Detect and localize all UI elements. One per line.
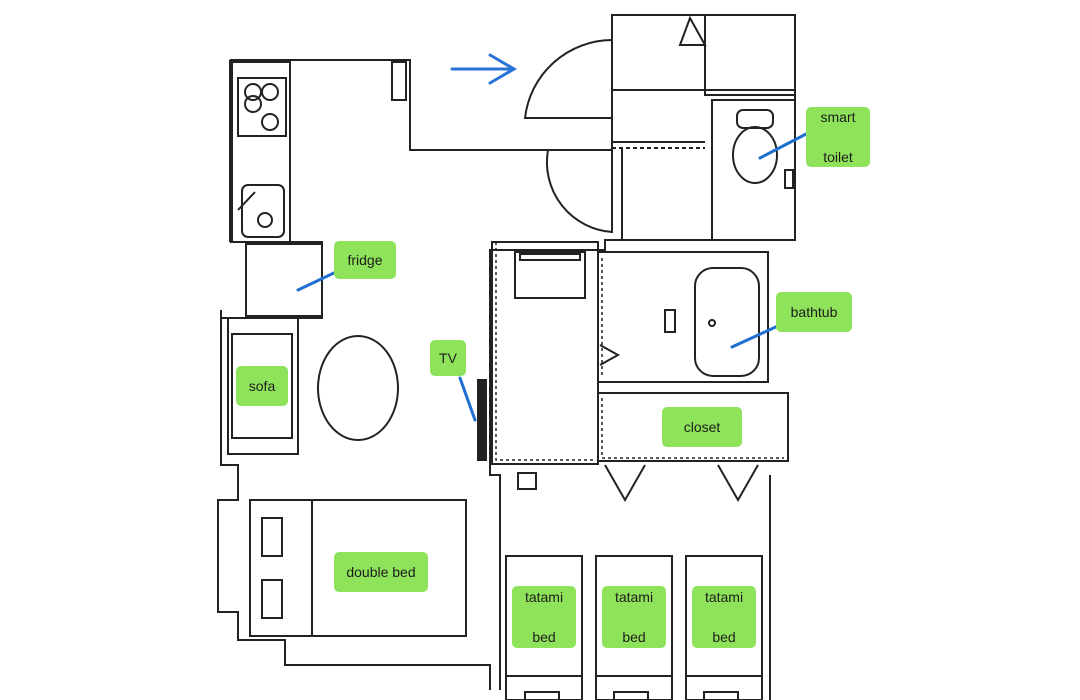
leader-line xyxy=(730,323,782,349)
leader-line xyxy=(458,376,477,422)
label-tatami-bed-2-line1: tatami xyxy=(614,589,654,605)
kitchen-counter xyxy=(231,61,291,243)
pillow xyxy=(261,579,283,619)
label-tatami-bed-1-line2: bed xyxy=(532,629,556,645)
closet-box xyxy=(597,392,789,462)
label-closet-text: closet xyxy=(683,419,721,435)
bath-door xyxy=(599,344,621,366)
label-tatami-bed-3-line2: bed xyxy=(712,629,736,645)
label-tatami-bed-1: tatami bed xyxy=(512,586,576,648)
label-sofa-text: sofa xyxy=(248,378,276,394)
round-table xyxy=(317,335,399,441)
tv-stand xyxy=(477,379,487,461)
tatami-bed-shape xyxy=(505,555,583,700)
inner-door xyxy=(545,149,613,234)
label-tatami-bed-3: tatami bed xyxy=(692,586,756,648)
fridge-box xyxy=(245,243,323,317)
toilet-tank xyxy=(736,109,774,129)
leader-line xyxy=(296,270,338,292)
double-bed-shape xyxy=(249,499,467,637)
label-tv-text: TV xyxy=(439,350,457,366)
burner xyxy=(261,83,279,101)
bathtub-shape xyxy=(694,267,760,377)
toilet-room xyxy=(711,99,796,241)
label-bathtub: bathtub xyxy=(776,292,852,332)
label-fridge: fridge xyxy=(334,241,396,279)
small-door xyxy=(678,15,707,46)
label-tv: TV xyxy=(430,340,466,376)
bathroom xyxy=(597,251,769,383)
washroom xyxy=(491,241,599,465)
label-tatami-bed-3-line1: tatami xyxy=(704,589,744,605)
sink-drain xyxy=(257,212,273,228)
label-closet: closet xyxy=(662,407,742,447)
label-double-bed: double bed xyxy=(334,552,428,592)
burner xyxy=(261,113,279,131)
label-bathtub-text: bathtub xyxy=(790,304,838,320)
toilet-bowl xyxy=(732,126,778,184)
label-smart-toilet-line2: toilet xyxy=(823,149,853,165)
wash-basin xyxy=(514,251,586,299)
label-fridge-text: fridge xyxy=(347,252,383,268)
label-smart-toilet: smart toilet xyxy=(806,107,870,167)
window xyxy=(391,61,407,101)
outer-wall xyxy=(217,14,796,700)
label-tatami-bed-2-line2: bed xyxy=(622,629,646,645)
label-tatami-bed-2: tatami bed xyxy=(602,586,666,648)
sofa-shape xyxy=(227,317,299,455)
closet-door-right xyxy=(717,464,759,503)
label-tatami-bed-1-line1: tatami xyxy=(524,589,564,605)
burner xyxy=(244,95,262,113)
leader-line xyxy=(758,131,810,160)
kitchen-sink xyxy=(241,184,285,238)
tatami-bed-shape xyxy=(685,555,763,700)
label-sofa: sofa xyxy=(236,366,288,406)
stove xyxy=(237,77,287,137)
label-double-bed-text: double bed xyxy=(346,564,416,580)
label-smart-toilet-line1: smart xyxy=(820,109,856,125)
tatami-bed-shape xyxy=(595,555,673,700)
pillow xyxy=(261,517,283,557)
closet-door-left xyxy=(604,464,646,503)
entrance-door xyxy=(523,39,613,119)
arrow-right-icon xyxy=(450,53,517,85)
